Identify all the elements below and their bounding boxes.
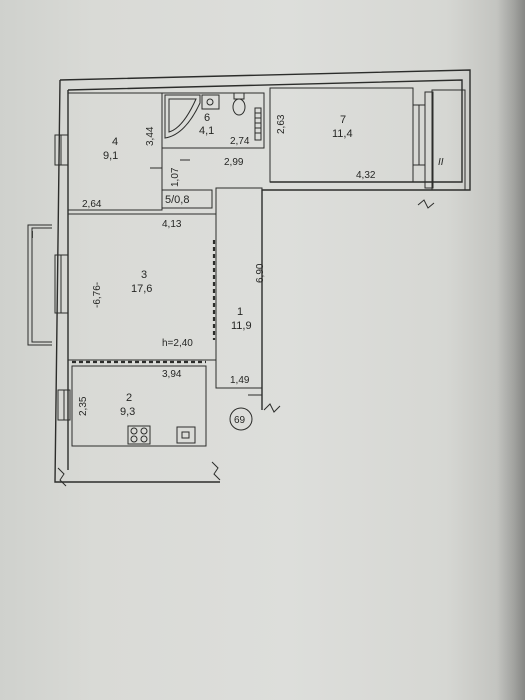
washbasin-icon [201,94,220,110]
balcony-left [27,224,52,346]
window-room-7 [412,104,426,166]
dim-2-74: 2,74 [230,136,250,147]
ceiling-height: h=2,40 [162,338,193,349]
room-2-area: 9,3 [120,406,135,418]
room-1-outline [215,187,263,389]
room-5-label: 5/0,8 [165,194,189,206]
window-room-2 [57,389,71,421]
window-room-3 [54,254,69,314]
balcony-right [424,89,466,191]
dim-1-07: 1,07 [170,167,181,187]
room-7-number: 7 [340,114,346,126]
door-break-marks [57,159,435,487]
balcony-right-label: II [438,157,444,168]
stove-icon [127,425,151,445]
room-1-area: 11,9 [231,320,252,332]
room-7-area: 11,4 [332,128,353,140]
dim-3-94: 3,94 [162,369,182,380]
dim-4-13: 4,13 [162,219,182,230]
ventilation-grille-icon [254,107,262,141]
toilet-icon [232,92,246,116]
room-5-outline [161,189,213,209]
room-2-outline [71,365,207,447]
balcony-left-label: I [31,230,34,241]
room-4-number: 4 [112,136,118,148]
room-2-number: 2 [126,392,132,404]
kitchen-sink-icon [176,426,196,444]
window-room-4 [54,134,69,166]
dim-2-64: 2,64 [82,199,102,210]
room-4-area: 9,1 [103,150,118,162]
room-6-outline [161,92,265,149]
dim-2-35: 2,35 [78,396,89,416]
dim-1-49: 1,49 [230,375,250,386]
dim-2-99: 2,99 [224,157,244,168]
dim-4-32: 4,32 [356,170,376,181]
room-6-area: 4,1 [199,125,214,137]
room-3-number: 3 [141,269,147,281]
room-6-number: 6 [204,112,210,124]
dim-6-90: 6,90 [255,263,266,283]
paper-edge-shadow [497,0,525,700]
room-3-area: 17,6 [131,283,152,295]
dim-2-63: 2,63 [276,114,287,134]
dim-6-76: -6,76- [92,282,103,308]
apartment-number: 69 [234,415,246,426]
dim-3-44: 3,44 [145,126,156,146]
room-1-number: 1 [237,306,243,318]
bathtub-icon [164,94,201,139]
apartment-number-circle [229,407,253,431]
